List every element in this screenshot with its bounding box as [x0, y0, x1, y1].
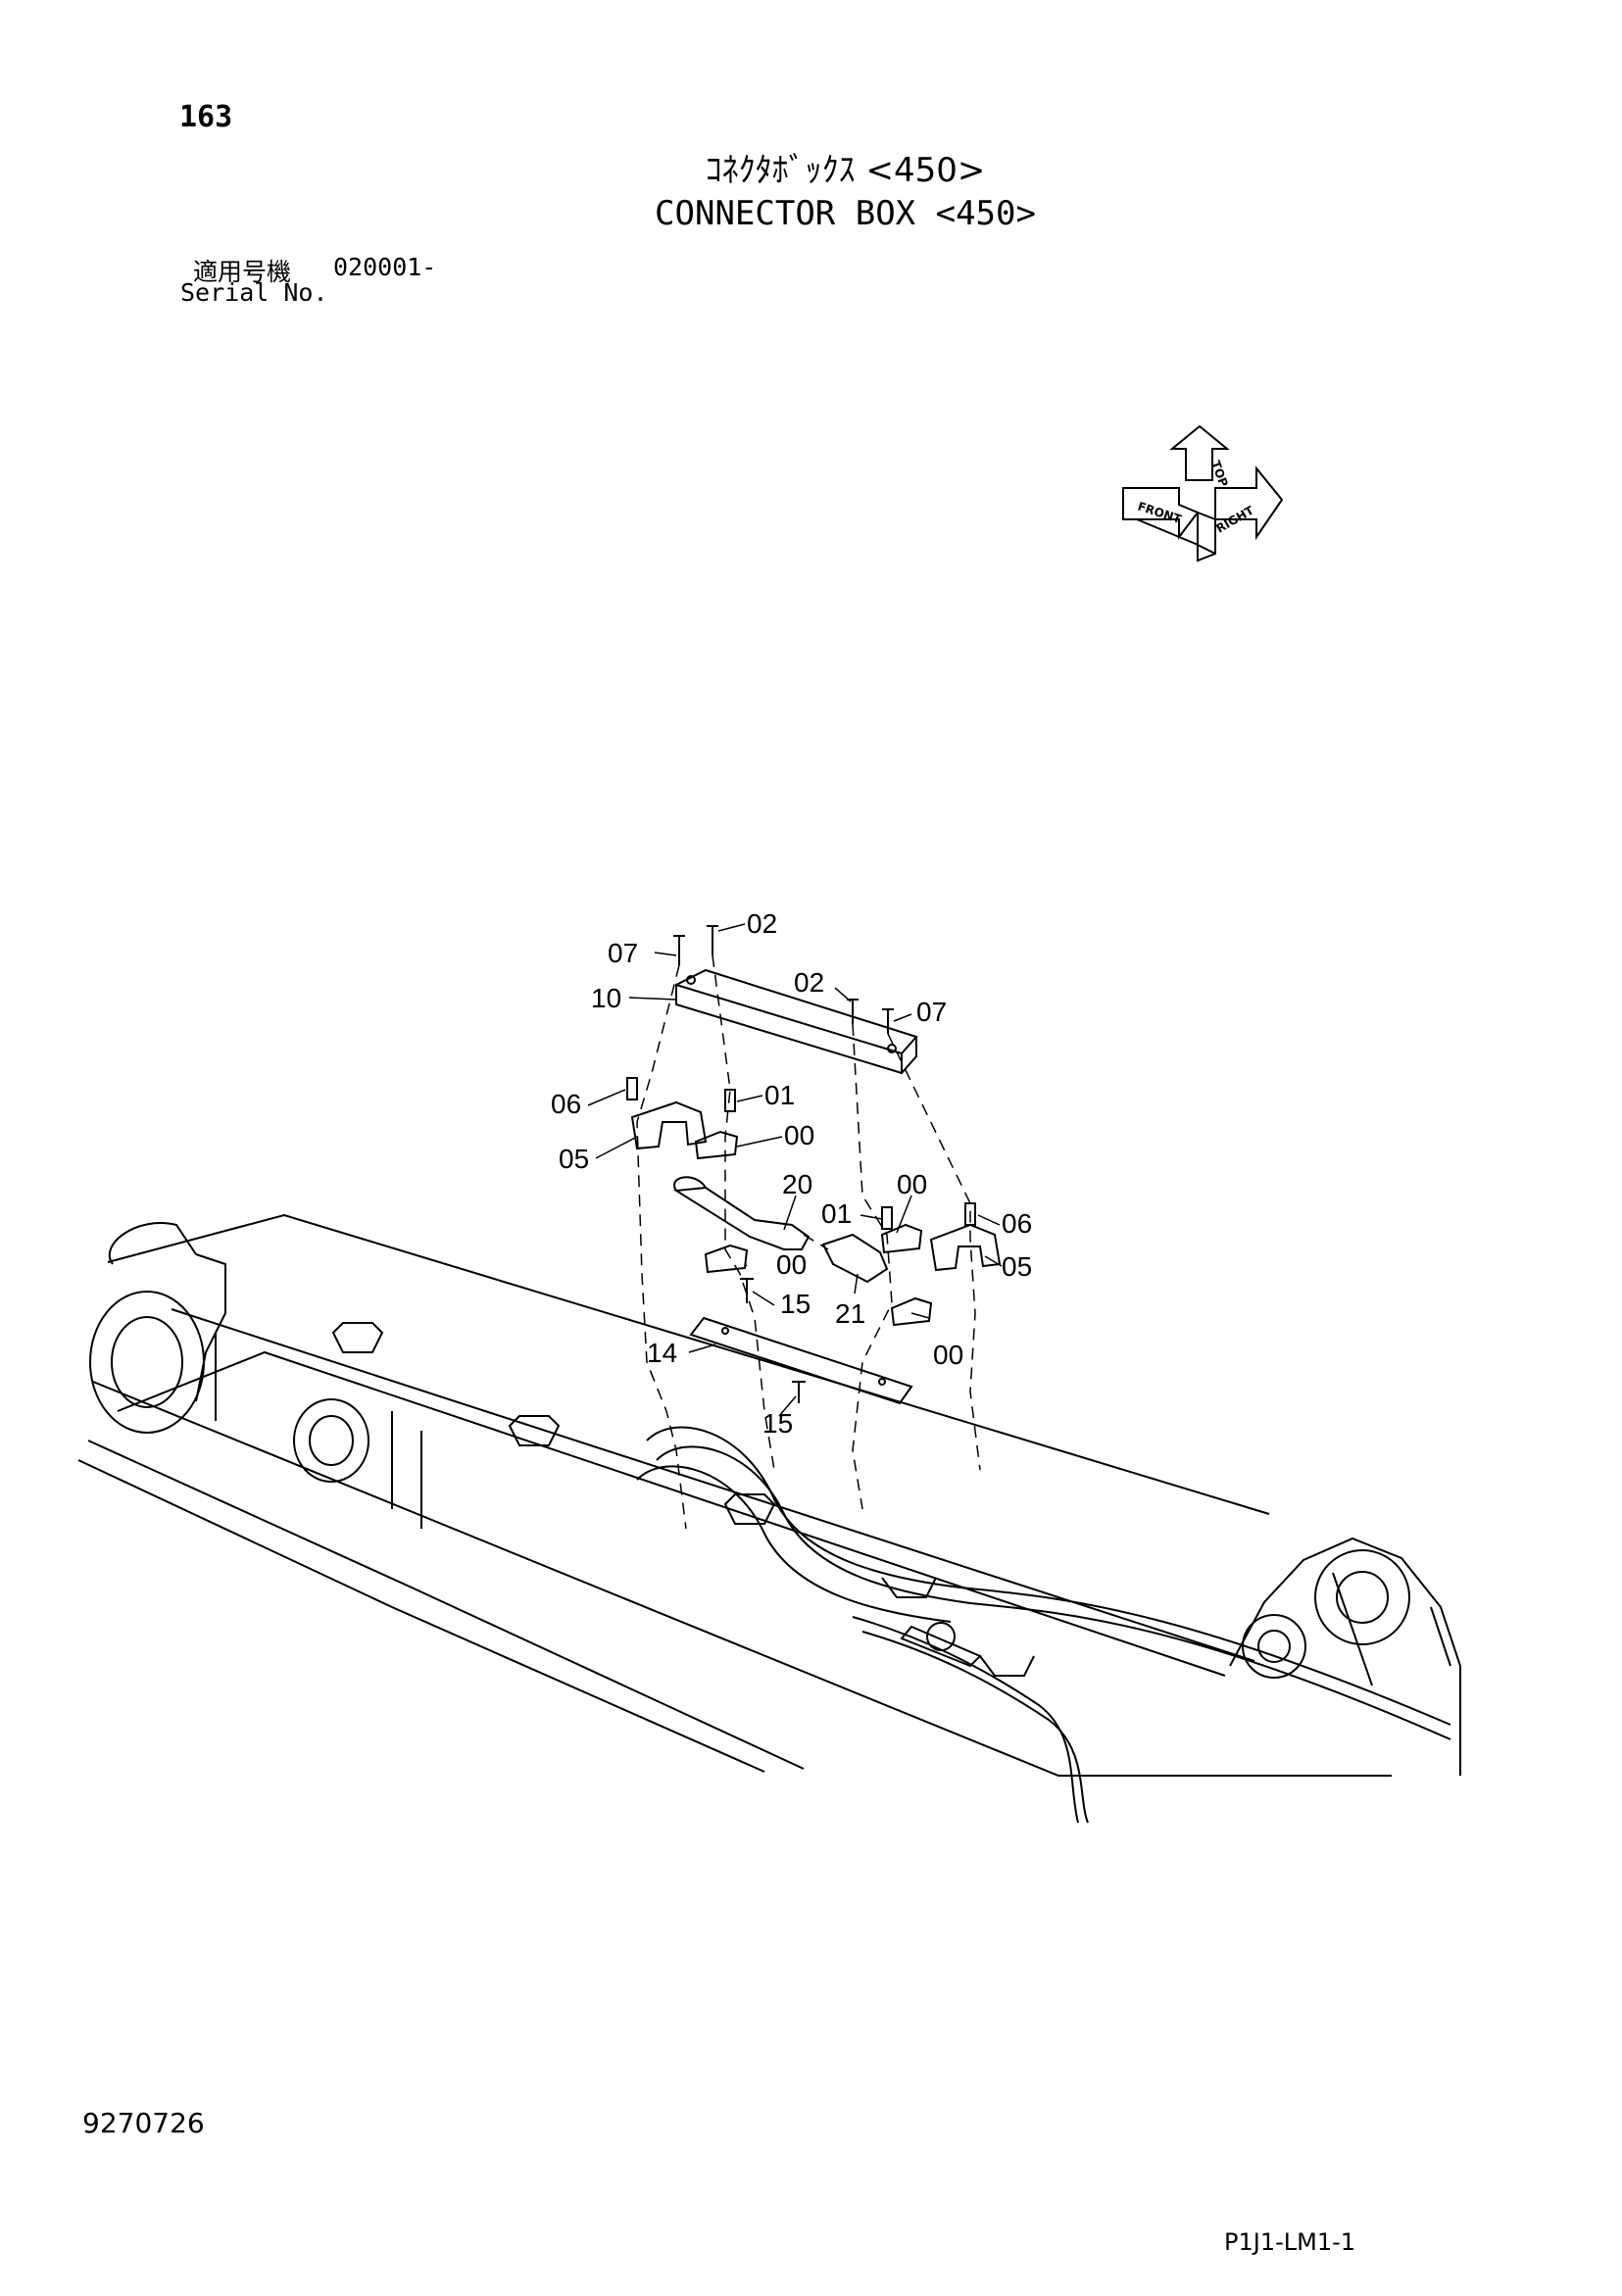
serial-label-japanese: 適用号機	[193, 258, 292, 286]
callout-01: 01	[764, 1080, 795, 1110]
callout-21: 21	[835, 1298, 865, 1329]
title-japanese: ｺﾈｸﾀﾎﾞｯｸｽ <450>	[705, 151, 986, 190]
callout-00: 00	[784, 1120, 814, 1150]
title-english: CONNECTOR BOX <450>	[655, 194, 1036, 233]
callout-10: 10	[591, 983, 621, 1013]
boom-assembly	[77, 1213, 1461, 1824]
callout-06: 06	[1002, 1208, 1032, 1239]
callout-00: 00	[933, 1340, 963, 1370]
page-number: 163	[179, 100, 233, 134]
assembly-guide-lines	[636, 954, 981, 1530]
document-id: 9270726	[82, 2107, 205, 2139]
serial-number-value: 020001-	[333, 253, 437, 281]
callout-15: 15	[780, 1289, 811, 1319]
callout-07: 07	[608, 938, 638, 968]
callout-00: 00	[897, 1169, 927, 1199]
orientation-arrows-icon: FRONT TOP RIGHT	[1122, 424, 1284, 562]
serial-label-english: Serial No.	[180, 278, 328, 307]
leader-lines	[587, 923, 1003, 1417]
callout-20: 20	[782, 1169, 812, 1199]
callout-01: 01	[821, 1198, 852, 1229]
callout-07: 07	[916, 997, 947, 1027]
callout-00: 00	[776, 1249, 807, 1280]
callout-02: 02	[747, 908, 777, 939]
drawing-code: P1J1-LM1-1	[1224, 2228, 1356, 2256]
callout-15: 15	[762, 1408, 793, 1439]
callout-14: 14	[647, 1338, 677, 1368]
callout-06: 06	[551, 1089, 581, 1119]
callout-02: 02	[794, 967, 824, 998]
callout-05: 05	[1002, 1251, 1032, 1282]
callout-05: 05	[559, 1144, 589, 1174]
